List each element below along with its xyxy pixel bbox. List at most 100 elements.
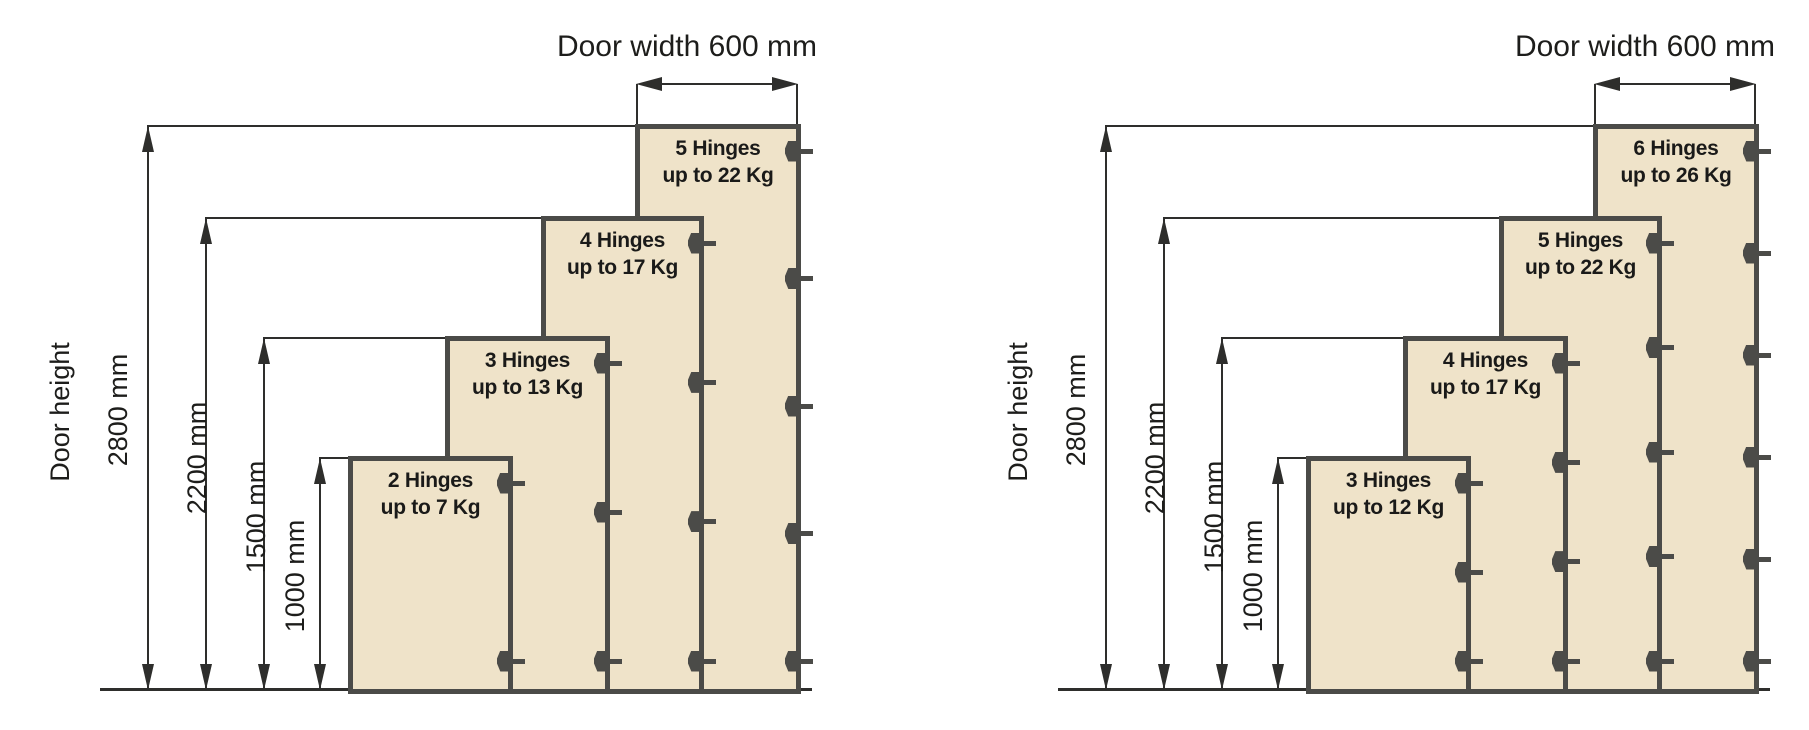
hinge-pin-icon — [1655, 240, 1674, 246]
hinge-pin-icon — [794, 148, 813, 154]
dimension-arrow-2200 — [205, 217, 207, 690]
hinge-pin-icon — [1561, 559, 1580, 565]
arrowhead-left-icon — [636, 77, 662, 91]
dimension-label-1500: 1500 mm — [1199, 460, 1229, 574]
arrowhead-down-icon — [1216, 664, 1228, 690]
hinge-icon — [688, 232, 699, 254]
hinge-pin-icon — [794, 658, 813, 664]
door-label-line2: up to 22 Kg — [662, 164, 774, 187]
extension-line-1500 — [264, 337, 447, 339]
door-label-line2: up to 17 Kg — [566, 256, 679, 279]
door-label-line1: 4 Hinges — [579, 229, 666, 252]
dimension-arrow-1000 — [1277, 457, 1279, 690]
hinge-icon — [497, 472, 508, 494]
hinge-pin-icon — [1655, 554, 1674, 559]
dimension-label-1500: 1500 mm — [241, 460, 271, 574]
arrowhead-up-icon — [1100, 126, 1112, 152]
hinge-icon — [688, 371, 699, 393]
arrowhead-down-icon — [200, 664, 212, 690]
arrowhead-right-icon — [1730, 77, 1756, 91]
arrowhead-up-icon — [314, 458, 326, 484]
door-label-line2: up to 7 Kg — [380, 496, 481, 519]
arrowhead-down-icon — [1158, 664, 1170, 690]
dimension-label-2800: 2800 mm — [103, 353, 133, 467]
hinge-icon — [1646, 441, 1657, 463]
width-arrow-extension-left — [636, 84, 638, 126]
width-arrow-extension-right — [796, 84, 798, 126]
arrowhead-up-icon — [1272, 458, 1284, 484]
hinge-pin-icon — [506, 480, 525, 486]
door-label: 4 Hinges up to 17 Kg — [546, 227, 699, 281]
dimension-arrow-1500 — [1221, 337, 1223, 690]
dimension-arrow-2800 — [1105, 125, 1107, 690]
dimension-arrow-2800 — [147, 125, 149, 690]
door-label-line2: up to 13 Kg — [471, 376, 584, 399]
door-label-line2: up to 17 Kg — [1429, 376, 1542, 399]
door-label-line1: 6 Hinges — [1633, 137, 1719, 160]
hinge-icon — [785, 523, 796, 544]
hinge-icon — [1646, 546, 1657, 567]
hinge-pin-icon — [1752, 352, 1771, 358]
door-label: 5 Hinges up to 22 Kg — [1504, 227, 1657, 281]
hinge-icon — [785, 650, 796, 672]
extension-line-2800 — [148, 125, 637, 127]
door-label: 6 Hinges up to 26 Kg — [1598, 135, 1754, 189]
dimension-arrow-1500 — [263, 337, 265, 690]
extension-line-2800 — [1106, 125, 1595, 127]
arrowhead-left-icon — [1594, 77, 1620, 91]
door-label-line1: 5 Hinges — [1537, 229, 1624, 252]
door-label: 2 Hinges up to 7 Kg — [353, 467, 508, 521]
hinge-icon — [1743, 242, 1754, 264]
door-label-line1: 4 Hinges — [1442, 349, 1529, 372]
hinge-icon — [1646, 650, 1657, 672]
door-1000mm-left: 2 Hinges up to 7 Kg — [348, 456, 525, 694]
arrowhead-up-icon — [142, 126, 154, 152]
hinge-icon — [1455, 650, 1466, 672]
hinge-icon — [497, 650, 508, 672]
door-label-line1: 3 Hinges — [1345, 469, 1432, 492]
door-label-line2: up to 12 Kg — [1332, 496, 1445, 519]
arrowhead-down-icon — [1272, 664, 1284, 690]
door-width-arrow-line — [1616, 83, 1732, 85]
door-label: 3 Hinges up to 13 Kg — [450, 347, 605, 401]
hinge-icon — [1743, 548, 1754, 570]
door-label-line1: 3 Hinges — [484, 349, 571, 372]
hinge-pin-icon — [1464, 480, 1483, 486]
hinge-pin-icon — [697, 240, 716, 246]
door-width-arrow-line — [658, 83, 774, 85]
door-label-line2: up to 22 Kg — [1524, 256, 1637, 279]
hinge-icon — [1455, 561, 1466, 583]
hinge-icon — [1552, 650, 1563, 672]
door-height-label: Door height — [45, 342, 75, 482]
hinge-pin-icon — [603, 360, 622, 366]
door-label-line2: up to 26 Kg — [1620, 164, 1732, 187]
hinge-icon — [1646, 337, 1657, 358]
hinge-pin-icon — [794, 403, 813, 409]
arrowhead-up-icon — [1158, 218, 1170, 244]
hinge-icon — [594, 352, 605, 374]
hinge-icon — [785, 395, 796, 417]
dimension-arrow-2200 — [1163, 217, 1165, 690]
extension-line-1000 — [320, 457, 350, 459]
hinge-pin-icon — [697, 519, 716, 525]
hinge-icon — [688, 650, 699, 672]
door-label-line1: 2 Hinges — [387, 469, 474, 492]
hinge-icon — [1552, 551, 1563, 573]
hinge-icon — [1743, 140, 1754, 162]
hinge-icon — [1552, 352, 1563, 374]
hinge-pin-icon — [1561, 459, 1580, 465]
hinge-icon — [785, 140, 796, 162]
width-arrow-extension-left — [1594, 84, 1596, 126]
hinge-icon — [594, 501, 605, 523]
hinge-icon — [785, 268, 796, 289]
dimension-label-2800: 2800 mm — [1061, 353, 1091, 467]
hinge-pin-icon — [1752, 148, 1771, 154]
arrowhead-down-icon — [258, 664, 270, 690]
hinge-icon — [1646, 232, 1657, 254]
hinge-pin-icon — [506, 658, 525, 664]
hinge-pin-icon — [1561, 360, 1580, 366]
arrowhead-down-icon — [314, 664, 326, 690]
arrowhead-up-icon — [258, 338, 270, 364]
hinge-icon — [1455, 472, 1466, 494]
